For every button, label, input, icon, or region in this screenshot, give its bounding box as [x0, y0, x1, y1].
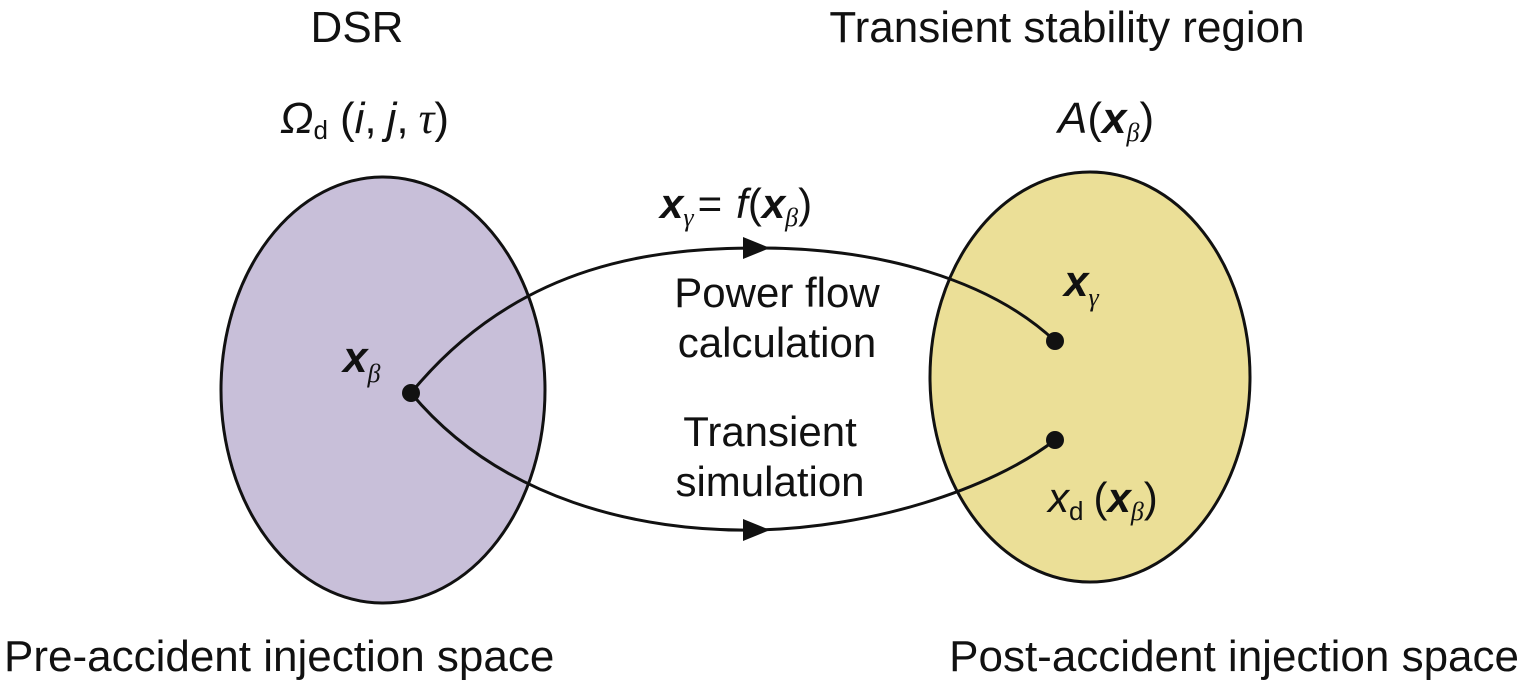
- dsr-symbol: Ωd(i,j,τ): [280, 94, 449, 145]
- post-accident-space-label: Post-accident injection space: [949, 632, 1519, 681]
- point-x-gamma: [1046, 332, 1064, 350]
- point-x-gamma-label: xγ: [1062, 257, 1099, 312]
- power-flow-arrowhead: [743, 237, 770, 259]
- point-x-beta-label: xβ: [341, 333, 380, 388]
- transient-simulation-label-line1: Transient: [683, 408, 857, 455]
- stability-region-title: Transient stability region: [829, 3, 1304, 52]
- power-flow-label-line2: calculation: [678, 319, 876, 366]
- mapping-equation: xγ=f(xβ): [658, 180, 812, 232]
- power-flow-label-line1: Power flow: [674, 269, 880, 316]
- point-x-d-label: xd(xβ): [1046, 474, 1158, 526]
- transient-simulation-arrowhead: [743, 519, 770, 541]
- point-x-beta: [402, 384, 420, 402]
- point-x-d: [1046, 431, 1064, 449]
- pre-accident-region: [219, 175, 547, 605]
- dsr-title: DSR: [311, 3, 404, 52]
- pre-accident-space-label: Pre-accident injection space: [4, 632, 554, 681]
- post-accident-region: [928, 170, 1252, 584]
- stability-region-symbol: A(xβ): [1055, 94, 1154, 147]
- transient-simulation-label-line2: simulation: [675, 458, 864, 505]
